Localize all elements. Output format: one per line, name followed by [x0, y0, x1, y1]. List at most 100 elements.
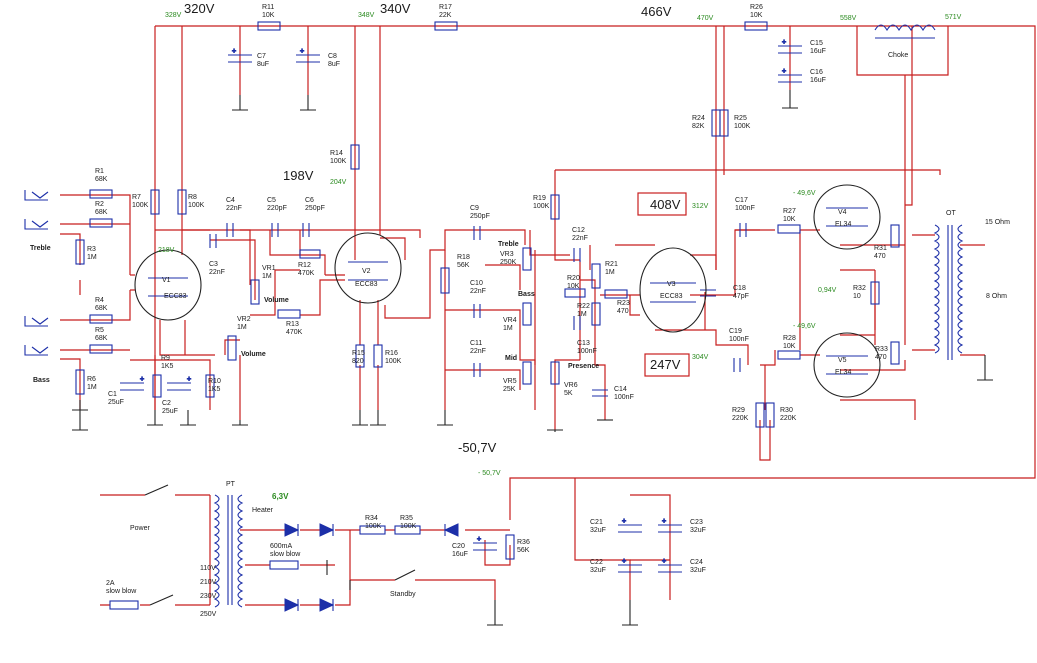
diode-1	[284, 523, 300, 537]
tube-v3	[639, 247, 707, 333]
label-c1: C1	[108, 391, 117, 398]
cap-c14	[592, 389, 608, 397]
voltage-v_neg507: -50,7V	[458, 440, 497, 455]
resistor-r17	[434, 21, 458, 31]
pot-vr3	[522, 247, 532, 271]
cap-c6	[302, 223, 310, 237]
label-r12: R12	[298, 262, 311, 269]
resistor-r7	[150, 189, 160, 215]
pot-vr5	[522, 361, 532, 385]
resistor-r28	[777, 350, 801, 360]
cap-c1	[120, 382, 144, 391]
value-r27: 10K	[783, 216, 796, 223]
tube-type-v5: EL34	[835, 369, 851, 376]
resistor-r14	[350, 144, 360, 170]
label-volume2: Volume	[241, 351, 266, 358]
diode-3	[284, 598, 300, 612]
resistor-r1	[89, 189, 113, 199]
label-r2: R2	[95, 201, 104, 208]
resistor-r16	[373, 344, 383, 368]
input-jacks	[24, 190, 49, 356]
label-r1: R1	[95, 168, 104, 175]
label-c11: C11	[470, 340, 482, 347]
label-treble-in: Treble	[30, 245, 51, 252]
tube-v1	[134, 249, 202, 321]
pot-vr4	[522, 302, 532, 326]
cap-c23	[658, 524, 682, 533]
label-r32: R32	[853, 285, 866, 292]
label-standby: Standby	[390, 591, 416, 598]
resistor-r15	[355, 344, 365, 368]
label-heater: Heater	[252, 507, 274, 514]
label-r19: R19	[533, 195, 546, 202]
voltage-v198: 198V	[283, 168, 314, 183]
value-c6: 250pF	[305, 205, 325, 212]
value-vr6: 5K	[564, 390, 573, 397]
value-r30: 220K	[780, 415, 797, 422]
label-r13: R13	[286, 321, 299, 328]
cap-c21	[618, 524, 642, 533]
label-c17: C17	[735, 197, 748, 204]
schematic-wires	[60, 25, 1036, 606]
resistor-r6	[75, 369, 85, 395]
label-bass-in: Bass	[33, 377, 50, 384]
cap-c9	[473, 226, 481, 240]
voltage-box-247	[644, 353, 690, 377]
voltage-box-408	[637, 192, 687, 216]
svg-text:+: +	[232, 48, 236, 55]
label-c16: C16	[810, 69, 823, 76]
tube-v5	[813, 332, 881, 398]
power-transformer	[213, 494, 244, 608]
label-r16: R16	[385, 350, 398, 357]
label-c2: C2	[162, 400, 171, 407]
value-vr3: 250K	[500, 259, 517, 266]
label-c20: C20	[452, 543, 465, 550]
resistor-r27	[777, 224, 801, 234]
label-c19: C19	[729, 328, 742, 335]
value-c4: 22nF	[226, 205, 242, 212]
cap-c16	[778, 74, 802, 83]
label-r20: R20	[567, 275, 580, 282]
value-c10: 22nF	[470, 288, 486, 295]
label-c18: C18	[733, 285, 746, 292]
value-r21: 1M	[605, 269, 615, 276]
value-c24: 32uF	[690, 567, 706, 574]
pot-vr1	[250, 279, 260, 305]
resistor-r34	[359, 525, 386, 535]
diode-2	[319, 523, 335, 537]
resistor-r3	[75, 239, 85, 265]
value-r16: 100K	[385, 358, 402, 365]
resistor-r36	[505, 534, 515, 560]
label-choke: Choke	[888, 52, 908, 59]
label-tap210: 210V	[200, 579, 217, 586]
power-switch-2	[149, 594, 174, 606]
tube-type-v4: EL34	[835, 221, 851, 228]
label-r33: R33	[875, 346, 888, 353]
label-r36: R36	[517, 539, 530, 546]
resistor-r12	[299, 249, 321, 259]
standby-switch	[394, 569, 416, 581]
label-power: Power	[130, 525, 151, 532]
svg-text:+: +	[622, 518, 626, 525]
label-c6: C6	[305, 197, 314, 204]
value-c12: 22nF	[572, 235, 588, 242]
green-voltage-g470: 470V	[697, 15, 714, 22]
label-c21: C21	[590, 519, 603, 526]
value-c8: 8uF	[328, 61, 340, 68]
label-r29: R29	[732, 407, 745, 414]
label-mid-tone: Mid	[505, 355, 517, 362]
label-r28: R28	[783, 335, 796, 342]
cap-c4	[226, 223, 234, 237]
green-voltage-g218: 218V	[158, 247, 175, 254]
resistor-r10	[205, 374, 215, 398]
value-r18: 56K	[457, 262, 470, 269]
tube-type-v3: ECC83	[660, 293, 683, 300]
cap-c15	[778, 45, 802, 54]
label-r10: R10	[208, 378, 221, 385]
cap-c19	[733, 358, 741, 372]
green-voltage-g_bias2: - 49,6V	[793, 323, 816, 330]
value-r24: 82K	[692, 123, 705, 130]
resistor-r25	[719, 109, 729, 137]
value-r17: 22K	[439, 12, 452, 19]
resistor-r20	[564, 288, 586, 298]
